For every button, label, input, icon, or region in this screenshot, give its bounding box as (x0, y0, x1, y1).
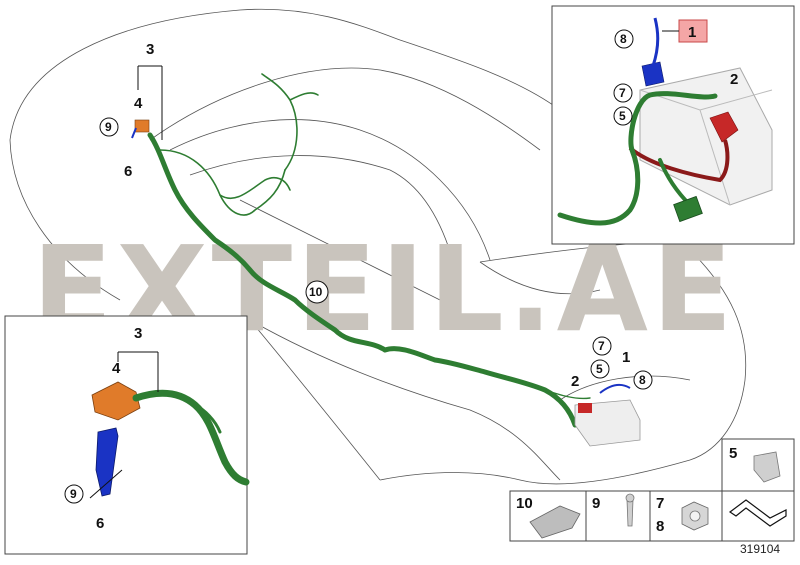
callout-inset-bl-9: 9 (70, 487, 77, 501)
direction-arrow-icon (728, 499, 787, 527)
callout-circle-inset-tr-8 (614, 29, 634, 49)
legend-cell-9 (585, 490, 651, 542)
callout-circle-main-10 (305, 280, 329, 304)
callout-circle-inset-tr-5 (613, 106, 633, 126)
callout-main-4: 4 (134, 95, 143, 112)
main-wire-harness (147, 73, 591, 428)
callout-inset-bl-6: 6 (96, 515, 104, 532)
callout-main-3: 3 (146, 41, 154, 58)
callout-circle-main-7 (592, 336, 612, 356)
legend-label-7: 7 (656, 495, 664, 512)
callout-inset-tr-8: 8 (620, 32, 627, 46)
cable-holder-icon (529, 505, 581, 539)
clip-part-icon (753, 451, 781, 483)
connector-housing (91, 381, 141, 421)
callout-inset-tr-1: 1 (688, 24, 696, 41)
legend-label-9: 9 (592, 495, 600, 512)
legend-cell-5 (721, 438, 795, 492)
callout-main-6: 6 (124, 163, 132, 180)
rivet-icon (626, 499, 634, 527)
legend-label-8: 8 (656, 518, 664, 535)
main-callouts: 3 4 9 6 10 2 7 5 1 8 (99, 41, 653, 390)
callout-circle-inset-bl-9 (64, 484, 84, 504)
callout-inset-tr-2: 2 (730, 71, 738, 88)
callout-inset-tr-7: 7 (619, 86, 626, 100)
callout-circle-main-9 (99, 117, 119, 137)
callout-main-7: 7 (598, 339, 605, 353)
callout-main-5: 5 (596, 362, 603, 376)
callout-circle-main-8 (633, 370, 653, 390)
callout-inset-tr-5: 5 (619, 109, 626, 123)
inset-battery-detail: 1 8 2 7 5 (551, 5, 795, 245)
positive-terminal-main (578, 403, 592, 413)
callout-main-2: 2 (571, 373, 579, 390)
ground-grommet (673, 195, 703, 223)
callout-inset-bl-3: 3 (134, 325, 142, 342)
legend-label-10: 10 (516, 495, 533, 512)
diagram-id: 319104 (740, 542, 780, 556)
callout-circle-main-5 (590, 359, 610, 379)
connector-main-view (134, 119, 150, 133)
positive-terminal (709, 111, 739, 143)
ground-strap (95, 427, 119, 497)
callout-circle-inset-tr-7 (613, 83, 633, 103)
inset-connector-detail: 3 4 9 6 (4, 315, 250, 555)
callout-main-1: 1 (622, 349, 630, 366)
callout-main-8: 8 (639, 373, 646, 387)
callout-inset-bl-4: 4 (112, 360, 121, 377)
inset-bottom-left-frame (4, 315, 248, 555)
car-outline (9, 8, 747, 485)
legend-label-5: 5 (729, 445, 737, 462)
parts-legend: 5 10 9 7 8 (509, 438, 795, 542)
callout-main-10: 10 (309, 285, 323, 299)
battery-main-view (574, 383, 641, 447)
callout-main-9: 9 (105, 120, 112, 134)
